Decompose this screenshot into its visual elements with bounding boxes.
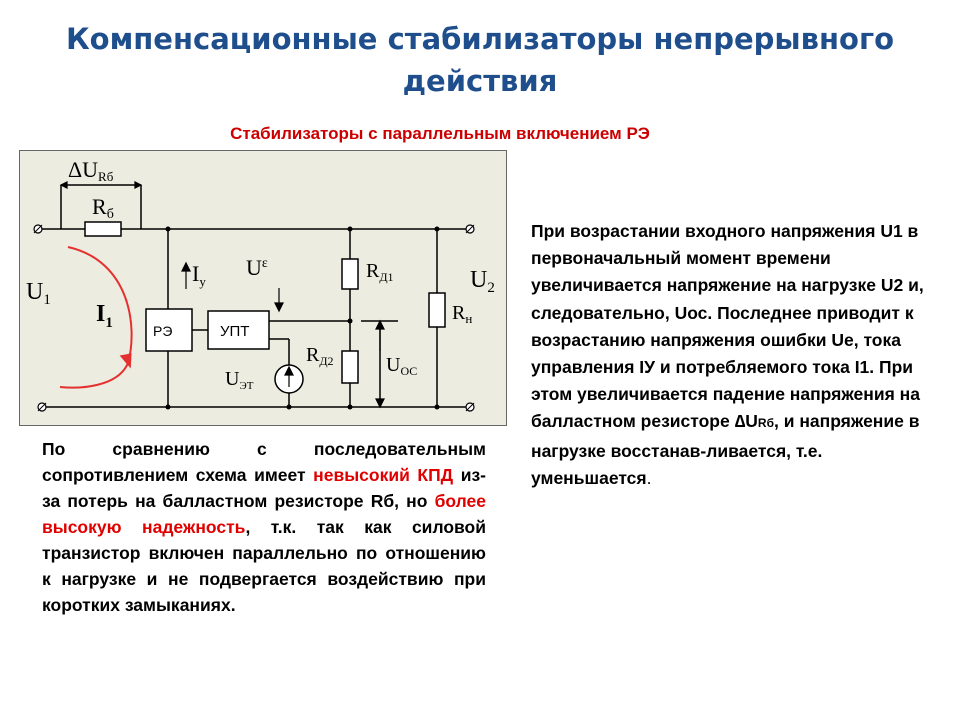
circuit-diagram: ΔURб Rб U1 I1 Iу Uε РЭ УПТ UЭТ RД1 RД2 U… — [19, 150, 507, 426]
uet-label: UЭТ — [225, 368, 254, 392]
explanation-paragraph: При возрастании входного напряжения U1 в… — [531, 221, 924, 488]
comparison-paragraph: По сравнению с последовательным сопротив… — [42, 439, 486, 615]
slide-subtitle: Стабилизаторы с параллельным включением … — [230, 124, 650, 143]
i1-label: I1 — [96, 301, 113, 331]
uoc-label: UОС — [386, 354, 417, 378]
u1-label: U1 — [26, 279, 51, 308]
high-reliability-highlight: более высокую надежность — [42, 491, 486, 537]
slide-title: Компенсационные стабилизаторы непрерывно… — [65, 22, 895, 98]
u2-label: U2 — [470, 267, 495, 296]
rb-label: Rб — [92, 194, 114, 222]
upt-block-label: УПТ — [220, 323, 249, 340]
rd2-label: RД2 — [306, 344, 334, 368]
low-efficiency-highlight: невысокий КПД — [313, 465, 454, 485]
re-block-label: РЭ — [153, 323, 172, 339]
delta-u-rb-label: ΔURб — [68, 157, 114, 184]
ue-label: Uε — [246, 255, 268, 280]
rd1-label: RД1 — [366, 260, 394, 284]
rn-label: Rн — [452, 302, 472, 326]
circuit-svg: ΔURб Rб U1 I1 Iу Uε РЭ УПТ UЭТ RД1 RД2 U… — [26, 157, 495, 412]
iy-label: Iу — [192, 261, 206, 289]
